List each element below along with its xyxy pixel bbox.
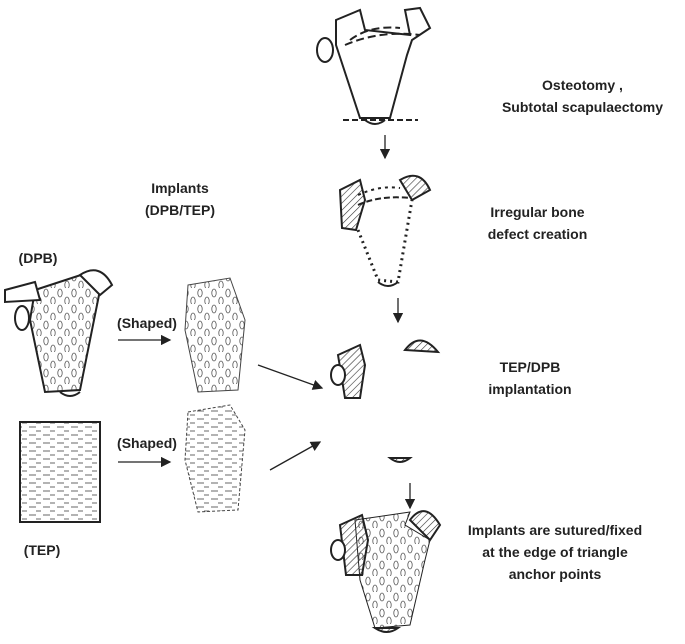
implants-title: Implants (DPB/TEP) <box>130 177 230 221</box>
arrow-diagonal <box>269 441 322 471</box>
dpb-shaped <box>184 277 246 393</box>
label-line: Osteotomy , <box>542 77 623 93</box>
scapula-defect <box>338 174 432 287</box>
tep-sheet <box>19 421 101 523</box>
label-line: implantation <box>488 381 572 397</box>
shaped-label: (Shaped) <box>117 315 177 331</box>
scapula-implanted <box>330 510 442 633</box>
label-line: Subtotal scapulaectomy <box>501 99 664 115</box>
arrow-diagonal <box>257 364 324 390</box>
dpb-scapula <box>4 269 114 397</box>
step-fixation-label: Implants are sutured/fixed at the edge o… <box>455 519 655 585</box>
step-defect-label: Irregular bone defect creation <box>465 201 610 245</box>
label-line: anchor points <box>508 566 602 582</box>
label-line: TEP/DPB <box>499 359 561 375</box>
tep-label: (TEP) <box>23 542 61 558</box>
shaped-label: (Shaped) <box>117 435 177 451</box>
label-line: defect creation <box>487 226 588 242</box>
scapula-fragments <box>330 339 441 463</box>
step-implantation-label: TEP/DPB implantation <box>470 356 590 400</box>
dpb-label: (DPB) <box>18 250 58 266</box>
step-osteotomy-label: Osteotomy , Subtotal scapulaectomy <box>500 74 665 118</box>
label-line: Implants <box>151 180 209 196</box>
label-line: Irregular bone <box>490 204 585 220</box>
label-line: at the edge of triangle <box>482 544 628 560</box>
label-line: (DPB/TEP) <box>145 202 215 218</box>
scapula-osteotomy <box>316 6 432 125</box>
tep-shaped <box>184 404 246 513</box>
label-line: Implants are sutured/fixed <box>467 522 643 538</box>
